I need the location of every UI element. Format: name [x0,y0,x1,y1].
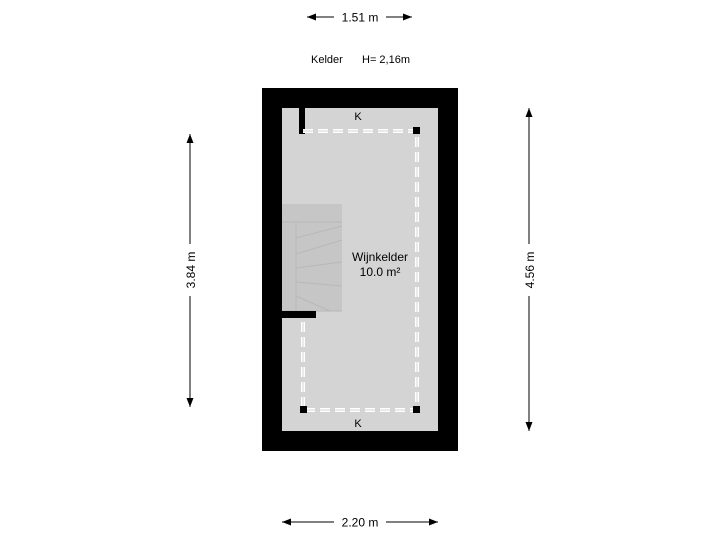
bottom-dimension: 2.20 m [282,513,438,531]
wall-stub-mid [282,311,316,318]
height-label: H= 2,16m [362,54,410,66]
marker-k-top: K [354,111,362,123]
wall-stub-top [299,108,305,134]
marker-k-bottom: K [354,418,362,430]
staircase [282,204,343,312]
left-dimension: 3.84 m [181,134,199,407]
left-dimension-label: 3.84 m [184,252,198,289]
room-area: 10.0 m² [360,265,401,279]
room-name: Wijnkelder [352,250,408,264]
floor-name-label: Kelder [311,54,343,66]
top-dimension-label: 1.51 m [342,11,379,25]
bottom-dimension-label: 2.20 m [342,516,379,530]
cabinet-outline [300,127,420,413]
right-dimension: 4.56 m [520,108,538,431]
right-dimension-label: 4.56 m [523,252,537,289]
top-dimension: 1.51 m [307,8,412,26]
